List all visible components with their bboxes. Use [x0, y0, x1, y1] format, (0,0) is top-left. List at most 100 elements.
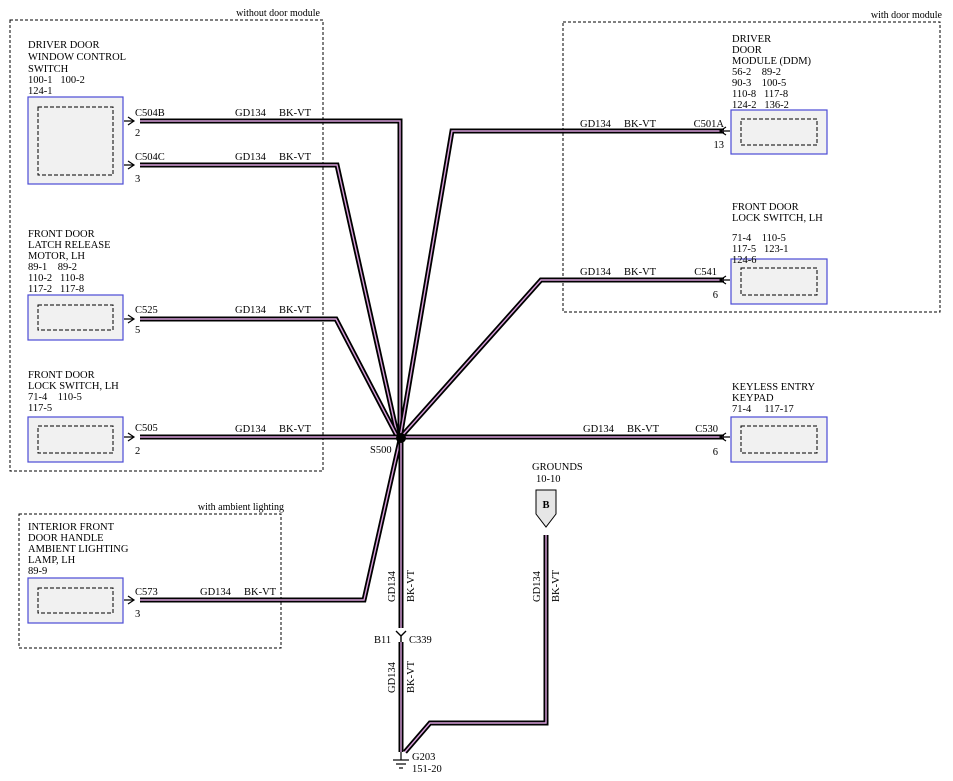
connector-arrow-c525 — [124, 314, 136, 324]
wire-label-color: BK-VT — [624, 267, 657, 278]
connector-arrow-c504b — [124, 116, 136, 126]
region-label-with-ambient-lighting: with ambient lighting — [198, 502, 284, 513]
driver-door-switch-title-1: DRIVER DOOR — [28, 40, 99, 51]
connector-arrow-c505 — [124, 432, 136, 442]
keypad-title-1: KEYLESS ENTRY — [732, 382, 816, 393]
ddm-title-2: DOOR — [732, 45, 762, 56]
wire-c573[interactable] — [140, 439, 403, 603]
ambient-lamp-ref-1: 89-9 — [28, 566, 47, 577]
connector-c504b: C504B — [135, 108, 165, 119]
wire-c504b[interactable] — [140, 118, 403, 438]
wire-label-color: BK-VT — [279, 424, 312, 435]
component-keyless-entry-keypad[interactable] — [730, 416, 828, 463]
connector-c541: C541 — [694, 267, 717, 278]
wire-label-color: BK-VT — [279, 152, 312, 163]
wire-c501a[interactable] — [397, 128, 724, 439]
connector-arrow-c530 — [718, 432, 730, 442]
grounds-marker[interactable] — [535, 489, 557, 528]
ambient-lamp-title-1: INTERIOR FRONT — [28, 522, 115, 533]
wire-label-circuit: GD134 — [200, 587, 232, 598]
component-driver-door-module[interactable] — [730, 109, 828, 155]
latch-motor-ref-3: 117-2 117-8 — [28, 284, 84, 295]
wire-label-color: BK-VT — [627, 424, 660, 435]
keypad-ref-1: 71-4 117-17 — [732, 404, 794, 415]
wire-label-circuit: GD134 — [235, 305, 267, 316]
latch-motor-title-2: LATCH RELEASE — [28, 240, 111, 251]
wire-c525[interactable] — [140, 316, 401, 440]
pin-c501a: 13 — [714, 140, 725, 151]
ddm-ref-2: 90-3 100-5 — [732, 78, 786, 89]
region-with-ambient-lighting — [18, 513, 282, 649]
component-driver-door-window-switch[interactable] — [27, 96, 124, 185]
wire-label-circuit: GD134 — [235, 424, 267, 435]
wire-label-circuit: GD134 — [532, 570, 543, 602]
splice-label: S500 — [370, 445, 392, 456]
driver-door-switch-ref-1: 100-1 100-2 — [28, 75, 85, 86]
ambient-lamp-title-3: AMBIENT LIGHTING — [28, 544, 129, 555]
lock-switch-left-ref-2: 117-5 — [28, 403, 52, 414]
latch-motor-title-3: MOTOR, LH — [28, 251, 85, 262]
grounds-marker-label: B — [542, 500, 549, 511]
lock-switch-right-ref-3: 124-6 — [732, 255, 757, 266]
region-label-with-door-module: with door module — [871, 10, 943, 21]
ddm-ref-3: 110-8 117-8 — [732, 89, 788, 100]
keypad-title-2: KEYPAD — [732, 393, 774, 404]
connector-arrow-c504c — [124, 160, 136, 170]
ground-name: G203 — [412, 752, 435, 763]
lock-switch-right-ref-2: 117-5 123-1 — [732, 244, 788, 255]
wire-label-color: BK-VT — [279, 108, 312, 119]
connector-c504c: C504C — [135, 152, 165, 163]
component-interior-ambient-lamp[interactable] — [27, 577, 124, 624]
component-front-door-lock-switch-left[interactable] — [27, 416, 124, 463]
component-front-door-lock-switch-right[interactable] — [730, 258, 828, 305]
connector-c530: C530 — [695, 424, 718, 435]
pin-c525: 5 — [135, 325, 140, 336]
wire-c541[interactable] — [398, 277, 724, 440]
inline-connector-c339-symbol[interactable] — [395, 630, 407, 642]
pin-c530: 6 — [713, 447, 718, 458]
ambient-lamp-title-2: DOOR HANDLE — [28, 533, 104, 544]
connector-c525: C525 — [135, 305, 158, 316]
connector-c573: C573 — [135, 587, 158, 598]
lock-switch-left-title-1: FRONT DOOR — [28, 370, 95, 381]
wire-label-circuit: GD134 — [235, 152, 267, 163]
ddm-title-1: DRIVER — [732, 34, 771, 45]
component-front-door-latch-release-motor[interactable] — [27, 294, 124, 341]
grounds-ref: 10-10 — [536, 474, 561, 485]
wire-label-color: BK-VT — [406, 660, 417, 693]
ground-ref: 151-20 — [412, 764, 442, 775]
wire-grounds-to-g203[interactable] — [403, 535, 549, 754]
latch-motor-title-1: FRONT DOOR — [28, 229, 95, 240]
connector-arrow-c573 — [124, 595, 136, 605]
splice-s500-dot[interactable] — [396, 433, 406, 443]
wire-label-color: BK-VT — [244, 587, 277, 598]
wire-label-circuit: GD134 — [580, 267, 612, 278]
driver-door-switch-title-3: SWITCH — [28, 64, 69, 75]
region-label-without-door-module: without door module — [236, 8, 320, 19]
wire-label-color: BK-VT — [406, 569, 417, 602]
pin-c541: 6 — [713, 290, 718, 301]
region-with-door-module — [562, 21, 941, 313]
wire-label-circuit: GD134 — [583, 424, 615, 435]
driver-door-switch-ref-2: 124-1 — [28, 86, 53, 97]
wire-label-color: BK-VT — [551, 569, 562, 602]
pin-c504b: 2 — [135, 128, 140, 139]
ground-g203-symbol[interactable] — [393, 752, 409, 769]
wire-label-color: BK-VT — [624, 119, 657, 130]
driver-door-switch-title-2: WINDOW CONTROL — [28, 52, 126, 63]
pin-c573: 3 — [135, 609, 140, 620]
pin-c504c: 3 — [135, 174, 140, 185]
ddm-ref-1: 56-2 89-2 — [732, 67, 781, 78]
wire-label-circuit: GD134 — [580, 119, 612, 130]
grounds-title: GROUNDS — [532, 462, 583, 473]
region-without-door-module — [9, 19, 324, 472]
connector-c505: C505 — [135, 423, 158, 434]
connector-arrow-c501a — [718, 126, 730, 136]
inline-connector-pin: B11 — [374, 635, 391, 646]
wire-label-circuit: GD134 — [387, 661, 398, 693]
wire-c504c[interactable] — [140, 162, 401, 439]
wire-label-circuit: GD134 — [387, 570, 398, 602]
lock-switch-left-title-2: LOCK SWITCH, LH — [28, 381, 119, 392]
wire-label-circuit: GD134 — [235, 108, 267, 119]
